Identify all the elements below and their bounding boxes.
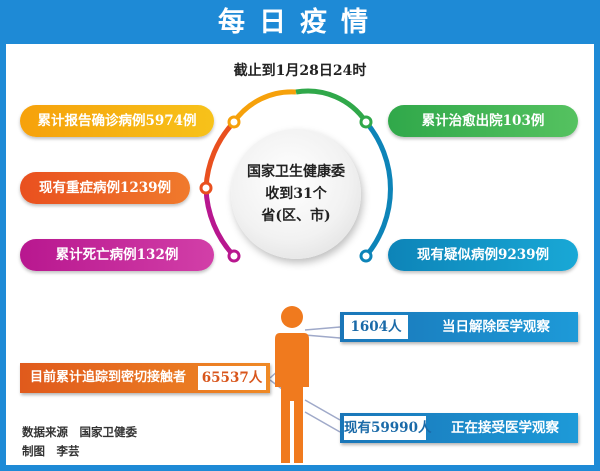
- observed-count: 现有59990人: [344, 416, 431, 440]
- center-line-2: 收到31个: [265, 186, 327, 202]
- center-circle: 国家卫生健康委 收到31个 省(区、市): [231, 129, 361, 259]
- center-line-3: 省(区、市): [261, 208, 331, 224]
- ring-arc-purple: [203, 187, 236, 258]
- released-label: 当日解除医学观察: [442, 319, 550, 335]
- released-bar: 1604人 当日解除医学观察: [340, 312, 578, 342]
- observed-label: 正在接受医学观察: [451, 420, 559, 436]
- ring-dot-purple: [227, 249, 241, 263]
- stat-severe: 现有重症病例1239例: [20, 172, 190, 204]
- stat-suspected: 现有疑似病例9239例: [388, 239, 578, 271]
- person-icon: [275, 306, 309, 463]
- connector-bottom-2: [304, 411, 341, 433]
- ring-arc-orange: [231, 89, 297, 124]
- page-title: 每日疫情: [218, 7, 382, 38]
- connector-top-2: [304, 334, 341, 339]
- ring-arc-red: [203, 120, 236, 189]
- observed-bar: 现有59990人 正在接受医学观察: [340, 413, 578, 443]
- traced-label: 目前累计追踪到密切接触者: [29, 370, 186, 385]
- stat-recovered: 累计治愈出院103例: [388, 105, 578, 137]
- connector-top: [304, 326, 341, 331]
- ring-arc-green: [295, 88, 369, 124]
- chart-author: 制图 李芸: [22, 444, 80, 458]
- connector-bottom: [304, 399, 341, 421]
- ring-dot-orange: [227, 115, 241, 129]
- traced-bar: 目前累计追踪到密切接触者 65537人: [20, 363, 270, 393]
- released-count: 1604人: [344, 315, 408, 339]
- center-line-1: 国家卫生健康委: [247, 164, 345, 180]
- ring-dot-red: [199, 181, 213, 195]
- ring-dot-green: [359, 115, 373, 129]
- traced-count: 65537人: [198, 366, 266, 390]
- ring-arc-teal: [364, 120, 393, 258]
- stat-cumulative-confirmed: 累计报告确诊病例5974例: [20, 105, 214, 137]
- date-line: 截止到1月28日24时: [233, 63, 367, 79]
- data-source: 数据来源 国家卫健委: [22, 425, 137, 439]
- ring-dot-teal: [359, 249, 373, 263]
- stat-deaths: 累计死亡病例132例: [20, 239, 214, 271]
